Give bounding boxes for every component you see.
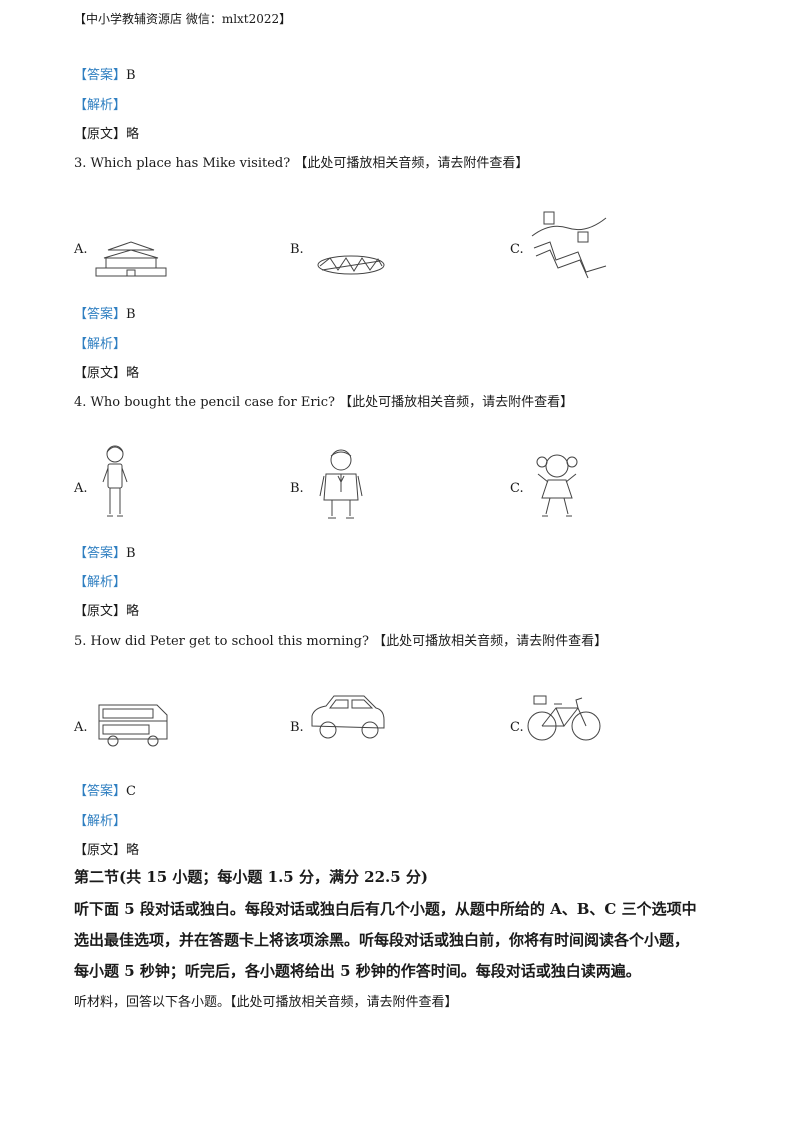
answer-value: C: [126, 784, 136, 799]
original-value: 略: [126, 604, 140, 619]
original-tag: 【原文】: [74, 843, 127, 858]
bicycle-icon: [527, 695, 601, 741]
option-c[interactable]: C.: [510, 481, 524, 496]
analysis-tag: 【解析】: [74, 98, 127, 113]
option-b[interactable]: B.: [290, 242, 304, 257]
question-5: 5. How did Peter get to school this morn…: [74, 634, 608, 649]
option-a[interactable]: A.: [74, 242, 88, 257]
analysis-line: 【解析】: [74, 571, 126, 590]
section-instruction: 每小题 5 秒钟；听完后，各小题将给出 5 秒钟的作答时间。每段对话或独白读两遍…: [74, 962, 641, 980]
option-c[interactable]: C.: [510, 242, 524, 257]
original-line: 【原文】略: [74, 362, 139, 381]
analysis-tag: 【解析】: [74, 575, 127, 590]
question-4: 4. Who bought the pencil case for Eric? …: [74, 395, 574, 410]
page-header: 【中小学教辅资源店 微信：mlxt2022】: [74, 12, 292, 26]
option-b[interactable]: B.: [290, 720, 304, 735]
question-3: 3. Which place has Mike visited? 【此处可播放相…: [74, 156, 529, 171]
bus-icon: [98, 704, 168, 747]
original-line: 【原文】略: [74, 123, 139, 142]
answer-line: 【答案】C: [74, 780, 136, 799]
original-line: 【原文】略: [74, 839, 139, 858]
section-instruction: 选出最佳选项，并在答题卡上将该项涂黑。听每段对话或独白前，你将有时间阅读各个小题…: [74, 931, 690, 949]
answer-value: B: [126, 68, 136, 83]
option-c[interactable]: C.: [510, 720, 524, 735]
answer-tag: 【答案】: [74, 307, 127, 322]
answer-value: B: [126, 307, 136, 322]
answer-line: 【答案】B: [74, 64, 136, 83]
option-a[interactable]: A.: [74, 481, 88, 496]
tiananmen-icon: [95, 241, 167, 277]
answer-tag: 【答案】: [74, 784, 127, 799]
original-tag: 【原文】: [74, 127, 127, 142]
original-line: 【原文】略: [74, 600, 139, 619]
original-value: 略: [126, 366, 140, 381]
analysis-line: 【解析】: [74, 94, 126, 113]
analysis-line: 【解析】: [74, 810, 126, 829]
woman-icon: [102, 445, 128, 517]
analysis-line: 【解析】: [74, 333, 126, 352]
section-title: 第二节(共 15 小题；每小题 1.5 分，满分 22.5 分): [74, 868, 429, 886]
original-value: 略: [126, 127, 140, 142]
original-value: 略: [126, 843, 140, 858]
listening-prompt: 听材料，回答以下各小题。【此处可播放相关音频，请去附件查看】: [74, 995, 458, 1010]
girl-icon: [536, 454, 578, 517]
original-tag: 【原文】: [74, 604, 127, 619]
great-wall-icon: [531, 211, 607, 279]
analysis-tag: 【解析】: [74, 814, 127, 829]
original-tag: 【原文】: [74, 366, 127, 381]
answer-line: 【答案】B: [74, 303, 136, 322]
option-b[interactable]: B.: [290, 481, 304, 496]
answer-tag: 【答案】: [74, 546, 127, 561]
birds-nest-stadium-icon: [317, 255, 385, 275]
car-icon: [311, 695, 385, 739]
man-in-suit-icon: [319, 449, 363, 519]
section-instruction: 听下面 5 段对话或独白。每段对话或独白后有几个小题，从题中所给的 A、B、C …: [74, 900, 697, 918]
option-a[interactable]: A.: [74, 720, 88, 735]
answer-tag: 【答案】: [74, 68, 127, 83]
analysis-tag: 【解析】: [74, 337, 127, 352]
answer-line: 【答案】B: [74, 542, 136, 561]
answer-value: B: [126, 546, 136, 561]
